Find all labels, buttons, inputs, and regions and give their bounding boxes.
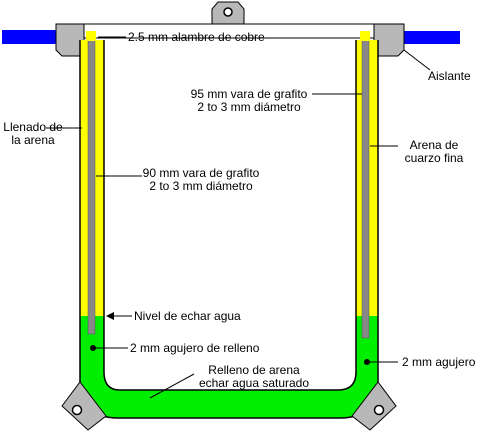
label-rod90-line1: 90 mm vara de grafito: [142, 166, 260, 180]
left-plug: [86, 31, 96, 41]
label-quartz-line1: Arena de: [409, 138, 459, 152]
label-quartz-line2: cuarzo fina: [404, 151, 464, 165]
left-foot-hole: [71, 404, 83, 416]
label-water-level: Nivel de echar agua: [134, 309, 241, 323]
right-foot: [351, 381, 397, 431]
label-rod90-line2: 2 to 3 mm diámetro: [149, 179, 253, 193]
label-fill-hole: 2 mm agujero de relleno: [130, 341, 260, 355]
left-insulator: [55, 23, 85, 57]
right-copper-wire: [400, 31, 460, 44]
top-handle-hole: [223, 7, 233, 17]
tube-inner-wall: [103, 40, 357, 391]
right-plug: [360, 31, 370, 41]
label-saturated: Relleno de arena echar agua saturado: [184, 364, 324, 390]
label-copper-wire: 2.5 mm alambre de cobre: [128, 30, 265, 44]
leader-insulator: [403, 49, 431, 71]
label-quartz: Arena de cuarzo fina: [396, 139, 472, 165]
label-saturated-line2: echar agua saturado: [198, 376, 310, 390]
label-rod90: 90 mm vara de grafito 2 to 3 mm diámetro: [136, 167, 266, 193]
water-level-arrowhead: [106, 312, 114, 320]
left-foot: [61, 381, 107, 431]
leader-saturated: [149, 373, 195, 399]
label-sand-fill-line2: la arena: [11, 133, 55, 147]
label-rod95-line2: 2 to 3 mm diámetro: [197, 100, 301, 114]
label-insulator: Aislante: [428, 69, 471, 83]
right-graphite-rod: [361, 33, 370, 339]
left-graphite-rod: [87, 33, 96, 335]
label-hole: 2 mm agujero: [402, 355, 476, 369]
left-copper-wire: [2, 30, 62, 44]
label-sand-fill-line1: Llenado de: [3, 120, 63, 134]
label-rod95: 95 mm vara de grafito 2 to 3 mm diámetro: [186, 88, 312, 114]
label-saturated-line1: Relleno de arena: [208, 363, 300, 377]
right-foot-hole: [373, 404, 385, 416]
label-rod95-line1: 95 mm vara de grafito: [190, 87, 308, 101]
label-sand-fill: Llenado de la arena: [0, 121, 66, 147]
